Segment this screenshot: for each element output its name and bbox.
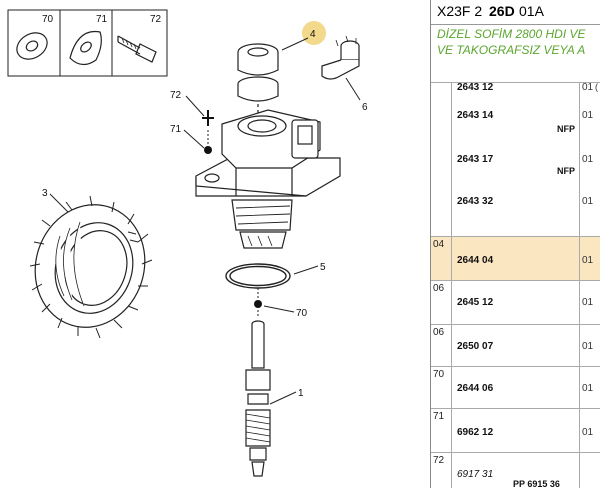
table-row[interactable]: 2643 32 01 bbox=[431, 196, 600, 236]
housing-body bbox=[195, 109, 341, 249]
table-row[interactable]: 2643 14 NFP 01 bbox=[431, 108, 600, 152]
bolt-72-drawing bbox=[117, 35, 157, 63]
part-number[interactable]: 2644 06 bbox=[457, 383, 494, 394]
part-number[interactable]: 2643 32 bbox=[457, 196, 494, 207]
table-row[interactable]: 2643 17 NFP 01 bbox=[431, 152, 600, 196]
group-cell bbox=[431, 83, 452, 109]
callout-6[interactable]: 6 bbox=[362, 102, 368, 113]
part-number[interactable]: 2643 14 bbox=[457, 110, 494, 121]
washer-70-drawing bbox=[16, 32, 48, 60]
nfp-badge: NFP bbox=[557, 124, 575, 134]
inset-boxes bbox=[7, 9, 168, 77]
table-row-selected[interactable]: 04 2644 04 01 bbox=[431, 236, 600, 281]
cap-part-4 bbox=[237, 43, 279, 116]
quantity: 01 bbox=[582, 154, 594, 165]
part-number[interactable]: 2645 12 bbox=[457, 297, 494, 308]
table-row[interactable]: 71 6962 12 01 bbox=[431, 408, 600, 453]
part-number[interactable]: 6962 12 bbox=[457, 427, 494, 438]
group-cell bbox=[431, 108, 452, 152]
callout-71[interactable]: 71 bbox=[170, 124, 182, 135]
table-row[interactable]: 2643 12 01 ( bbox=[431, 82, 600, 109]
shaft-part-1 bbox=[245, 320, 271, 477]
subtitle-line-2: VE TAKOGRAFSIZ VEYA A bbox=[437, 43, 586, 57]
quantity: 01 bbox=[582, 297, 594, 308]
callout-72[interactable]: 72 bbox=[170, 90, 182, 101]
gear-part-3 bbox=[29, 195, 153, 339]
highlight-marker bbox=[302, 21, 326, 45]
quantity: 01 bbox=[582, 255, 594, 266]
quantity: 01 bbox=[582, 427, 594, 438]
quantity: 01 bbox=[582, 341, 594, 352]
parts-diagram: 70 71 72 4 6 72 71 3 5 70 1 bbox=[7, 9, 368, 477]
part-number[interactable]: 2650 07 bbox=[457, 341, 494, 352]
inset-label-72: 72 bbox=[150, 14, 162, 25]
callout-1[interactable]: 1 bbox=[298, 388, 304, 399]
replacement-note: PP 6915 36 bbox=[513, 479, 560, 488]
group-cell: 72 bbox=[431, 453, 452, 488]
table-row[interactable]: 70 2644 06 01 bbox=[431, 366, 600, 409]
sensor-part-6 bbox=[321, 35, 360, 80]
o-ring-part-5 bbox=[225, 263, 291, 289]
small-parts-markers bbox=[202, 110, 262, 318]
callout-4[interactable]: 4 bbox=[310, 29, 316, 40]
part-number[interactable]: 2644 04 bbox=[457, 255, 494, 266]
group-cell: 06 bbox=[431, 281, 452, 325]
callout-70[interactable]: 70 bbox=[296, 308, 308, 319]
part-number[interactable]: 2643 17 bbox=[457, 154, 494, 165]
group-cell: 70 bbox=[431, 367, 452, 409]
quantity: 01 bbox=[582, 82, 594, 93]
callout-3[interactable]: 3 bbox=[42, 188, 48, 199]
catalog-header: X23F 2 26D 01A bbox=[431, 0, 600, 25]
part-number[interactable]: 2643 12 bbox=[457, 82, 494, 93]
parts-list-panel: X23F 2 26D 01A DİZEL SOFİM 2800 HDI VE V… bbox=[430, 0, 600, 488]
inset-label-70: 70 bbox=[42, 14, 54, 25]
quantity: 01 bbox=[582, 196, 594, 207]
inset-label-71: 71 bbox=[96, 14, 108, 25]
subtitle-line-1: DİZEL SOFİM 2800 HDI VE bbox=[437, 27, 586, 41]
nfp-badge: NFP bbox=[557, 166, 575, 176]
table-row[interactable]: 72 6917 31 PP 6915 36 bbox=[431, 452, 600, 488]
part-number[interactable]: 6917 31 bbox=[457, 469, 494, 480]
table-row[interactable]: 06 2645 12 01 bbox=[431, 280, 600, 325]
group-cell bbox=[431, 196, 452, 236]
group-cell bbox=[431, 152, 452, 196]
quantity: 01 bbox=[582, 383, 594, 394]
quantity: 01 bbox=[582, 110, 594, 121]
group-cell: 04 bbox=[431, 237, 452, 281]
washer-71-drawing bbox=[69, 30, 102, 66]
callout-5[interactable]: 5 bbox=[320, 262, 326, 273]
header-code: 26D bbox=[489, 3, 515, 19]
group-cell: 06 bbox=[431, 325, 452, 367]
header-suffix: 01A bbox=[519, 3, 544, 19]
group-cell: 71 bbox=[431, 409, 452, 453]
table-row[interactable]: 06 2650 07 01 bbox=[431, 324, 600, 367]
header-prefix: X23F 2 bbox=[437, 3, 483, 19]
